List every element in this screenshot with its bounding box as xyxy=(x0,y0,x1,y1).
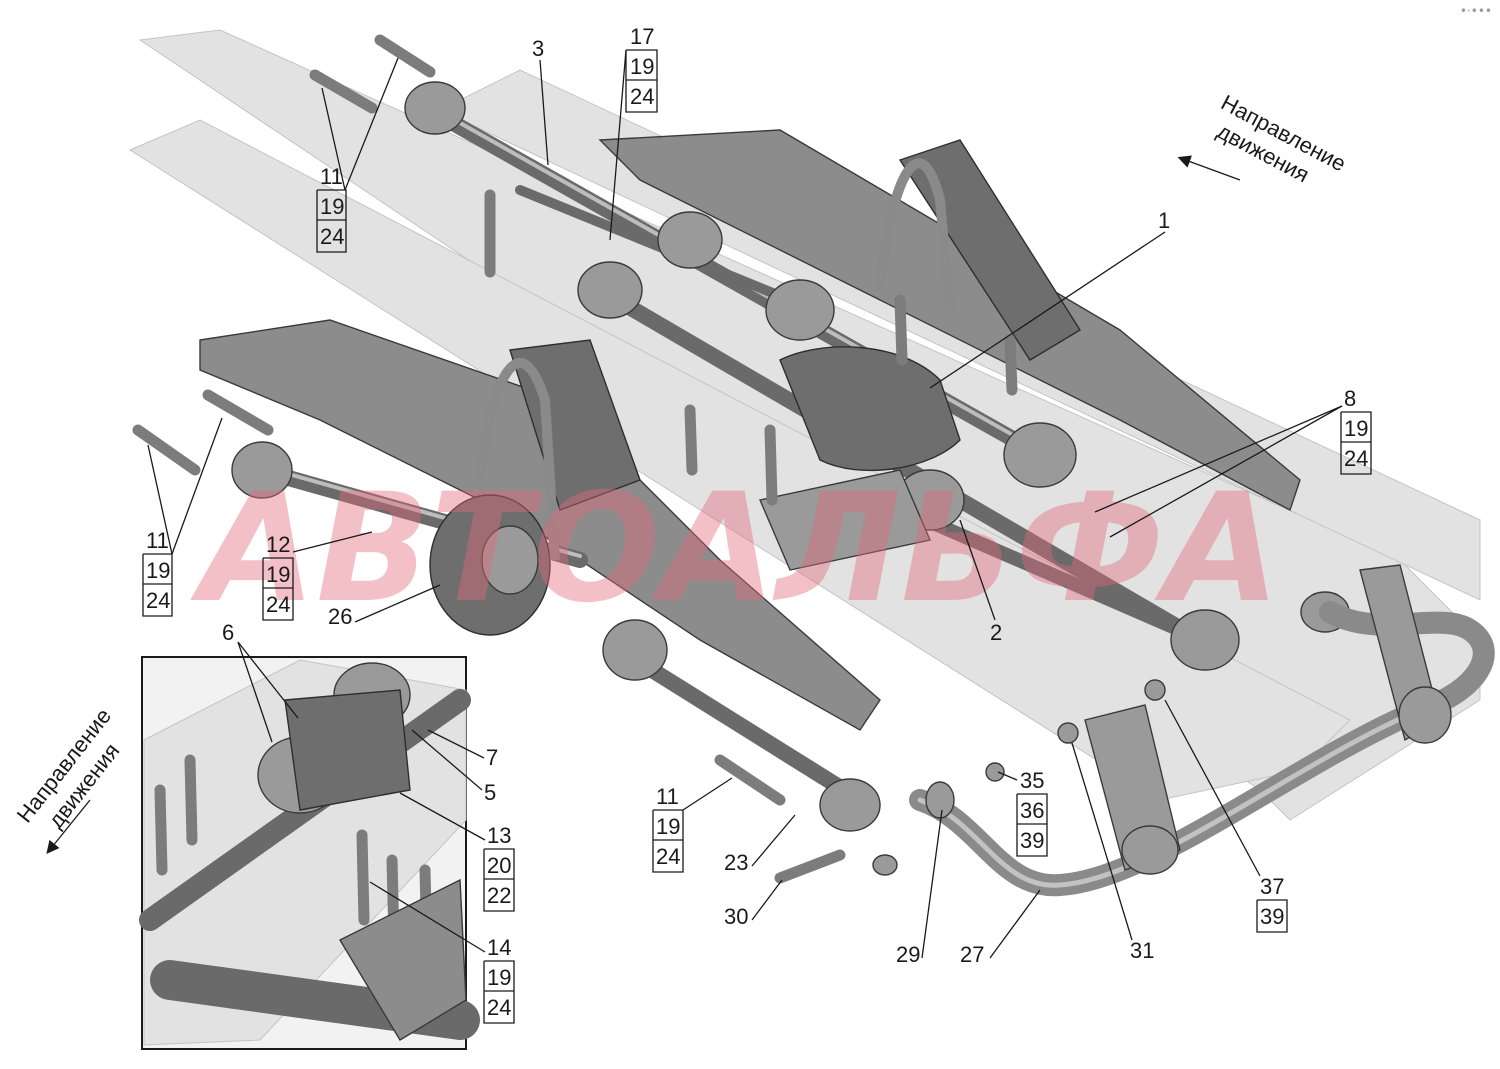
callout-11a-24: 24 xyxy=(320,224,344,249)
callout-26: 26 xyxy=(328,604,352,629)
callout-35: 35 xyxy=(1020,768,1044,793)
callout-5: 5 xyxy=(484,780,496,805)
callout-7: 7 xyxy=(486,745,498,770)
callout-11b: 11 xyxy=(146,528,169,553)
callout-17-24: 24 xyxy=(630,84,654,109)
callout-14: 14 xyxy=(487,935,511,960)
callout-12-24: 24 xyxy=(266,592,290,617)
callout-37: 37 xyxy=(1260,874,1284,899)
direction-inset: Направление движения xyxy=(12,704,125,833)
callout-11c-24: 24 xyxy=(656,844,680,869)
direction-main: Направление движения xyxy=(1213,90,1350,188)
callout-17: 17 xyxy=(630,24,654,49)
direction-inset-arrow-icon xyxy=(46,799,91,855)
callout-27: 27 xyxy=(960,942,984,967)
callout-8-19: 19 xyxy=(1344,416,1368,441)
callout-35-39: 39 xyxy=(1020,828,1044,853)
callout-17-19: 19 xyxy=(630,54,654,79)
callout-8-24: 24 xyxy=(1344,446,1368,471)
callout-30: 30 xyxy=(724,904,748,929)
callout-29: 29 xyxy=(896,942,920,967)
bolts xyxy=(132,34,1018,884)
callout-13-20: 20 xyxy=(487,853,511,878)
callout-11a: 11 xyxy=(320,164,343,189)
callout-6: 6 xyxy=(222,620,234,645)
anti-roll-bar xyxy=(872,564,1495,897)
more-dots-icon[interactable]: •·••• xyxy=(1459,4,1492,18)
callout-31: 31 xyxy=(1130,938,1154,963)
callout-23: 23 xyxy=(724,850,748,875)
callout-11b-24: 24 xyxy=(146,588,170,613)
callout-35-36: 36 xyxy=(1020,798,1044,823)
callout-11a-19: 19 xyxy=(320,194,344,219)
callout-12-19: 19 xyxy=(266,562,290,587)
axle-housing xyxy=(429,346,961,636)
callouts: 1 2 3 17 19 24 11 19 24 11 19 xyxy=(142,24,1372,1024)
callout-8: 8 xyxy=(1344,386,1356,411)
callout-11b-19: 19 xyxy=(146,558,170,583)
direction-arrow-icon xyxy=(1177,155,1241,181)
inset-view xyxy=(139,656,480,1050)
callout-12: 12 xyxy=(266,532,290,557)
callout-1: 1 xyxy=(1158,208,1170,233)
callout-37-39: 39 xyxy=(1260,904,1284,929)
callout-14-24: 24 xyxy=(487,995,511,1020)
callout-13: 13 xyxy=(487,823,511,848)
callout-14-19: 19 xyxy=(487,965,511,990)
callout-3: 3 xyxy=(532,36,544,61)
callout-11c: 11 xyxy=(656,784,679,809)
callout-13-22: 22 xyxy=(487,883,511,908)
callout-11c-19: 19 xyxy=(656,814,680,839)
callout-2: 2 xyxy=(990,620,1002,645)
watermark: АВТОАЛЬФА xyxy=(190,462,1280,636)
